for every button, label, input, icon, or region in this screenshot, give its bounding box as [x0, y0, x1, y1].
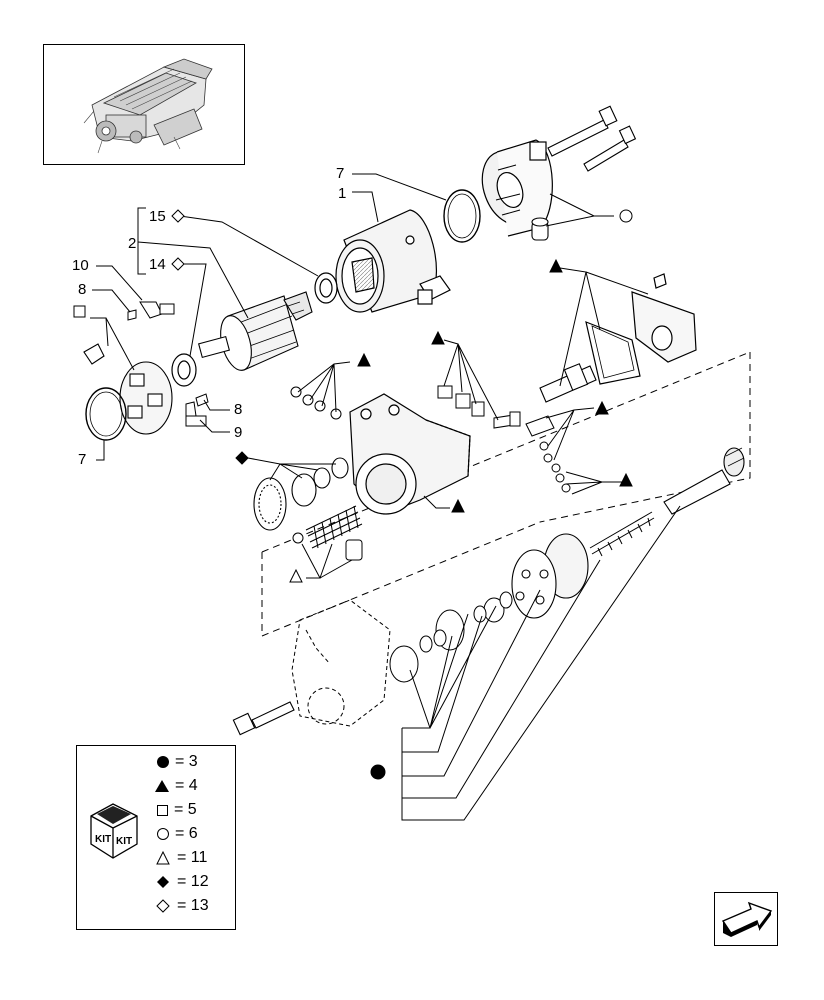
brush-clip	[83, 343, 105, 365]
gear-12	[253, 457, 349, 531]
planetary-gear-set	[511, 533, 589, 619]
end-cap	[481, 139, 553, 237]
armature	[197, 291, 313, 371]
drive-housing	[349, 393, 471, 515]
open-triangle-icon	[155, 850, 171, 866]
callout-9: 9	[234, 424, 242, 441]
filled-diamond-icon	[155, 874, 171, 890]
open-circle-icon	[619, 209, 633, 223]
plunger-cap	[345, 539, 363, 561]
bearing-14	[171, 353, 197, 387]
filled-circle-icon	[370, 764, 386, 780]
callout-7-bottom: 7	[78, 451, 86, 468]
pinion-shaft	[663, 447, 745, 515]
o-ring-bottom	[85, 387, 127, 441]
svg-text:KIT: KIT	[116, 836, 132, 847]
planet-gear	[389, 591, 513, 683]
mounting-bolt	[232, 701, 295, 736]
brush-plate	[119, 361, 173, 435]
legend-item-13: = 13	[155, 896, 209, 916]
legend-item-6: = 6	[155, 824, 198, 844]
legend-item-3: = 3	[155, 752, 198, 772]
through-bolts	[547, 105, 637, 172]
open-diamond-icon	[171, 209, 185, 223]
open-diamond-icon	[171, 257, 185, 271]
screw-8	[195, 393, 209, 407]
legend-item-12: = 12	[155, 872, 209, 892]
yoke-housing	[335, 209, 451, 313]
brush-lead	[127, 301, 175, 321]
legend-item-11: = 11	[155, 848, 207, 868]
kit-legend: KIT KIT = 3 = 4 = 5 = 6 = 11 = 12 = 13	[76, 745, 236, 930]
filled-triangle-icon	[451, 498, 465, 513]
mounting-bracket-ghost	[291, 599, 391, 727]
legend-item-5: = 5	[155, 800, 197, 820]
legend-item-4: = 4	[155, 776, 198, 796]
filled-triangle-icon	[431, 330, 445, 345]
filled-triangle-icon	[357, 352, 371, 367]
callout-15: 15	[149, 208, 166, 225]
open-square-icon	[157, 804, 168, 816]
filled-circle-icon	[157, 756, 169, 768]
filled-diamond-icon	[235, 451, 249, 465]
bushing	[531, 217, 549, 241]
open-diamond-icon	[155, 898, 171, 914]
open-square-icon	[73, 305, 86, 318]
leader-lines	[90, 173, 681, 821]
spring-11	[305, 505, 363, 549]
open-circle-icon	[157, 828, 169, 840]
next-page-arrow-icon	[721, 901, 773, 937]
engine-thumbnail-icon	[83, 58, 213, 154]
filled-triangle-icon	[595, 400, 609, 415]
callout-14: 14	[149, 256, 166, 273]
o-ring-top	[443, 189, 481, 243]
open-triangle-icon	[289, 568, 303, 583]
ball-11	[292, 532, 304, 544]
brush-9	[185, 401, 207, 427]
plunger-rod	[539, 363, 597, 403]
filled-triangle-icon	[155, 780, 169, 792]
kit-box-icon: KIT KIT	[90, 803, 138, 859]
callout-10: 10	[72, 257, 89, 274]
contact-set	[437, 385, 521, 429]
drive-spring	[589, 511, 655, 557]
next-page-button[interactable]	[714, 892, 778, 946]
bearing-15	[314, 272, 338, 304]
callout-2: 2	[128, 235, 136, 252]
callout-8-right: 8	[234, 401, 242, 418]
svg-text:KIT: KIT	[95, 834, 111, 845]
callout-1: 1	[338, 185, 346, 202]
callout-8-upper: 8	[78, 281, 86, 298]
filled-triangle-icon	[549, 258, 563, 273]
terminal-set	[525, 415, 571, 493]
diagram-symbols	[73, 209, 633, 780]
filled-triangle-icon	[619, 472, 633, 487]
engine-thumbnail	[43, 44, 245, 165]
callout-7-top: 7	[336, 165, 344, 182]
solenoid-cover	[585, 273, 697, 385]
